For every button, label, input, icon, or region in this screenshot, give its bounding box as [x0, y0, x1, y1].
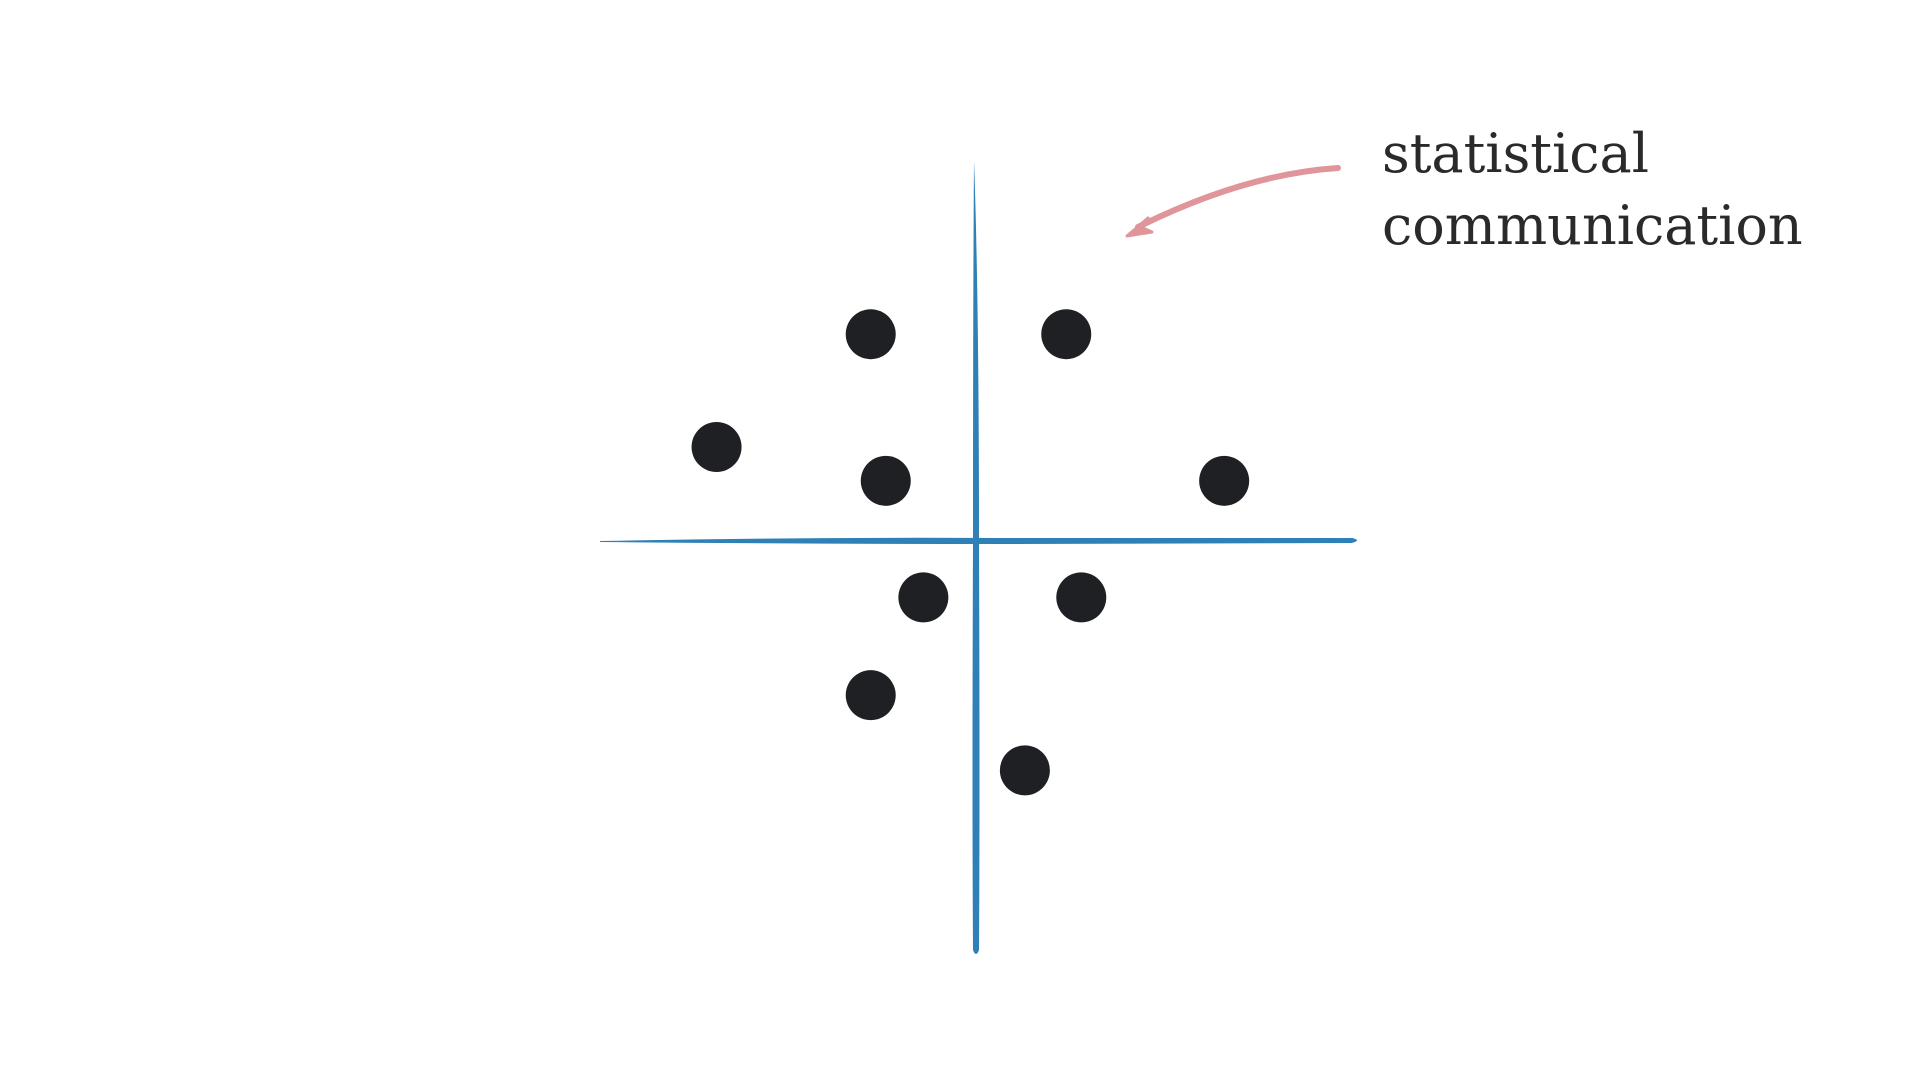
arrow-shaft — [1135, 165, 1341, 230]
scatter-point-3 — [691, 422, 742, 472]
scatter-point-4 — [860, 455, 911, 506]
data-points — [691, 309, 1250, 796]
scatter-point-5 — [1199, 455, 1250, 506]
annotation-arrow — [1125, 165, 1341, 238]
scatter-point-7 — [1056, 572, 1107, 623]
annotation-line-1: statistical — [1382, 122, 1649, 185]
scatter-point-6 — [898, 572, 949, 623]
scatter-point-8 — [845, 670, 896, 721]
y-axis — [972, 160, 980, 954]
arrow-head — [1125, 216, 1154, 238]
axes — [600, 160, 1357, 954]
annotation-line-2: communication — [1382, 194, 1803, 257]
scatter-point-1 — [845, 309, 896, 360]
scatter-point-2 — [1041, 309, 1092, 360]
scatter-point-9 — [999, 745, 1050, 796]
annotation-label: statistical communication — [1382, 118, 1803, 262]
